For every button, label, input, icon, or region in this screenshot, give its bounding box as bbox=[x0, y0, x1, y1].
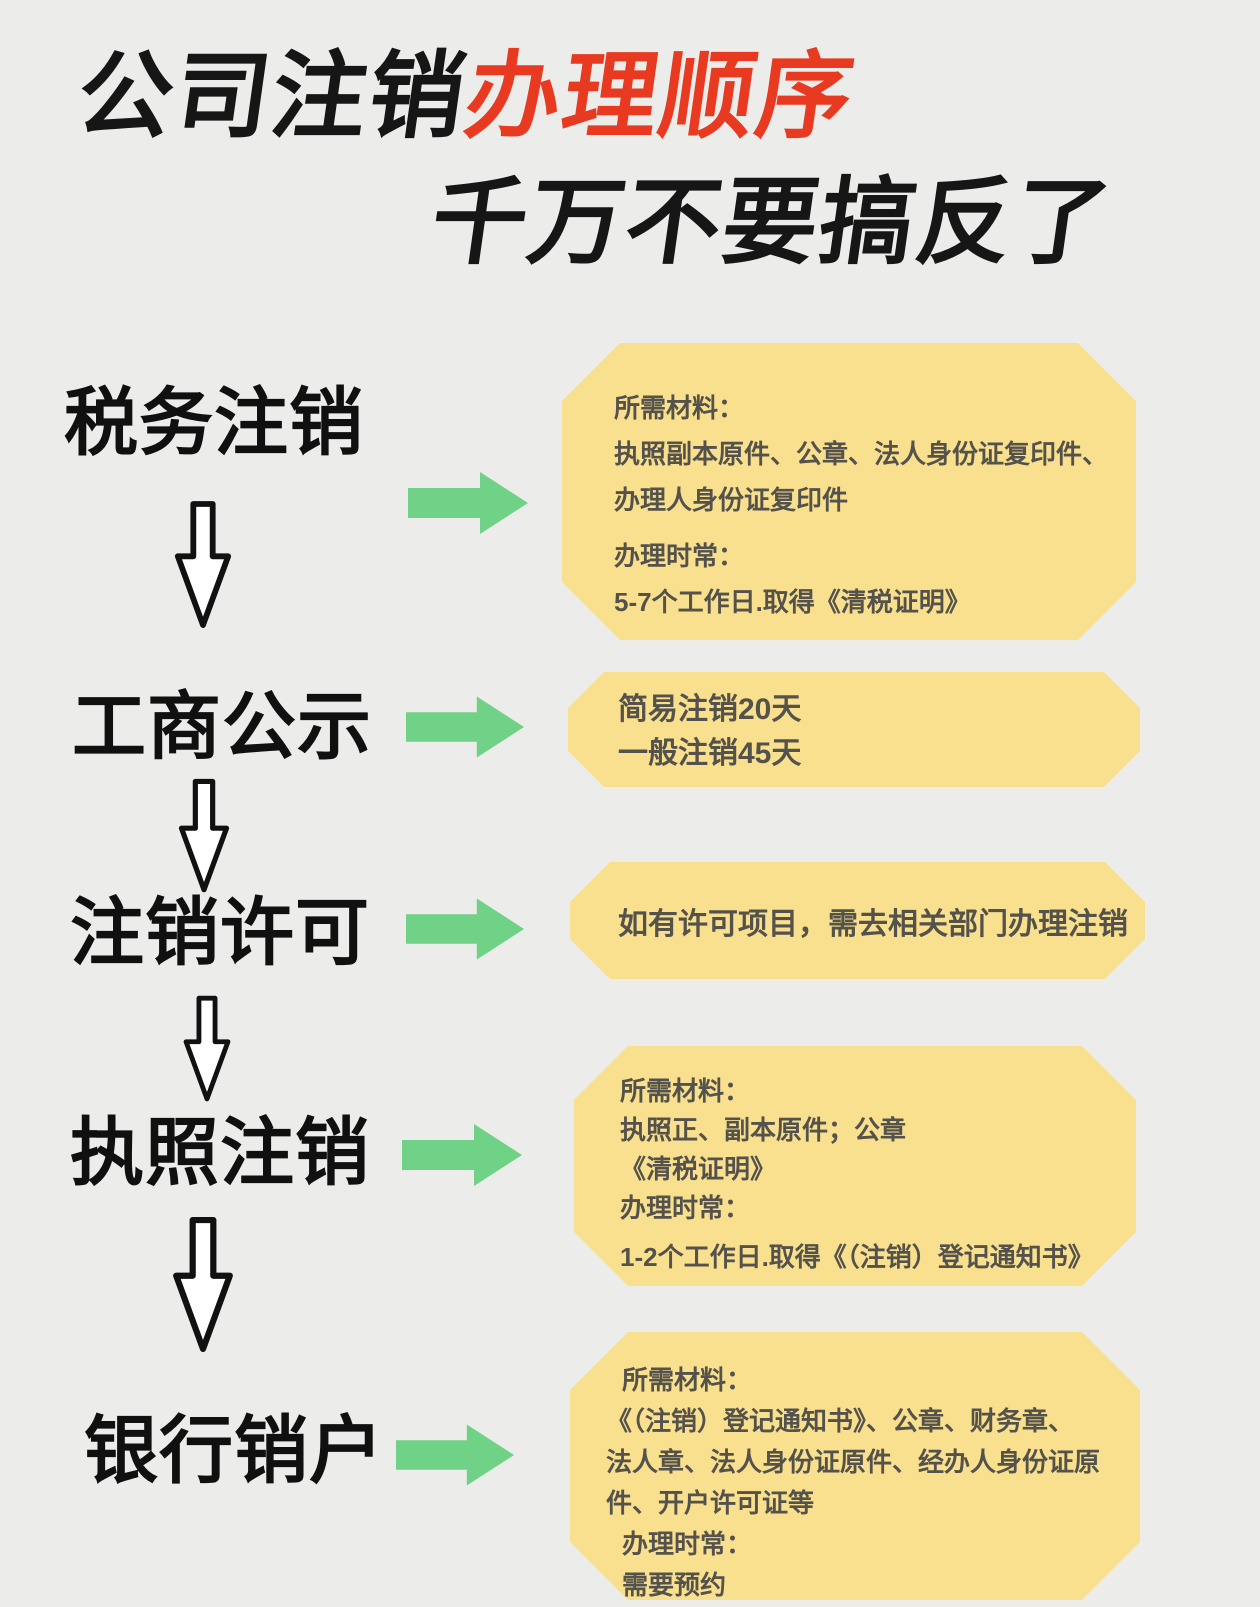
info-box-line: 所需材料： bbox=[620, 1076, 751, 1106]
info-box-line: 办理时常： bbox=[622, 1529, 753, 1559]
info-box-line: 所需材料： bbox=[614, 393, 745, 423]
down-arrow-icon bbox=[173, 1216, 233, 1353]
page-title-line1: 公司注销办理顺序 bbox=[71, 44, 862, 150]
info-box-line: 《（注销）登记通知书》、公章、财务章、 bbox=[606, 1406, 1075, 1436]
info-box-line: 《清税证明》 bbox=[620, 1154, 777, 1184]
info-box-line: 办理人身份证复印件 bbox=[614, 485, 849, 515]
info-box-line: 如有许可项目，需去相关部门办理注销 bbox=[618, 907, 1128, 941]
info-box-line: 执照副本原件、公章、法人身份证复印件、 bbox=[614, 439, 1109, 469]
info-box-line: 办理时常： bbox=[620, 1193, 751, 1223]
info-box-line: 简易注销20天 bbox=[618, 693, 802, 726]
info-box-license-cancel: 如有许可项目，需去相关部门办理注销 bbox=[570, 862, 1145, 979]
info-box-gongshang: 简易注销20天 一般注销45天 bbox=[568, 672, 1140, 787]
info-box-tax: 所需材料： 执照副本原件、公章、法人身份证复印件、 办理人身份证复印件 办理时常… bbox=[562, 343, 1136, 640]
right-arrow-icon bbox=[408, 472, 528, 534]
info-box-line: 1-2个工作日.取得《（注销）登记通知书》 bbox=[620, 1242, 1094, 1272]
right-arrow-icon bbox=[396, 1424, 515, 1486]
title-black-part: 公司注销 bbox=[70, 44, 474, 150]
info-box-line: 需要预约 bbox=[622, 1570, 727, 1600]
right-arrow-icon bbox=[406, 696, 525, 758]
step-label-bank: 银行销户 bbox=[84, 1409, 384, 1492]
info-box-line: 执照正、副本原件；公章 bbox=[620, 1115, 907, 1145]
info-box-line: 5-7个工作日.取得《清税证明》 bbox=[614, 587, 971, 617]
step-label-gongshang: 工商公示 bbox=[72, 685, 372, 768]
step-label-tax: 税务注销 bbox=[64, 381, 364, 464]
step-label-license-cancel: 注销许可 bbox=[70, 891, 370, 974]
info-box-line: 法人章、法人身份证原件、经办人身份证原 bbox=[606, 1447, 1101, 1477]
page-title-line2: 千万不要搞反了 bbox=[424, 170, 1119, 276]
info-box-bank: 所需材料： 《（注销）登记通知书》、公章、财务章、 法人章、法人身份证原件、经办… bbox=[570, 1332, 1140, 1600]
title-red-part: 办理顺序 bbox=[458, 44, 862, 150]
info-box-line: 所需材料： bbox=[622, 1365, 753, 1395]
info-box-line: 件、开户许可证等 bbox=[606, 1488, 815, 1518]
down-arrow-icon bbox=[178, 778, 230, 893]
step-label-zhizhao: 执照注销 bbox=[70, 1111, 370, 1194]
right-arrow-icon bbox=[406, 898, 525, 960]
down-arrow-icon bbox=[183, 995, 231, 1102]
info-box-line: 一般注销45天 bbox=[618, 737, 802, 770]
right-arrow-icon bbox=[402, 1124, 522, 1186]
info-box-line: 办理时常： bbox=[614, 541, 745, 571]
info-box-zhizhao: 所需材料： 执照正、副本原件；公章 《清税证明》 办理时常： 1-2个工作日.取… bbox=[574, 1046, 1136, 1286]
down-arrow-icon bbox=[174, 501, 232, 628]
